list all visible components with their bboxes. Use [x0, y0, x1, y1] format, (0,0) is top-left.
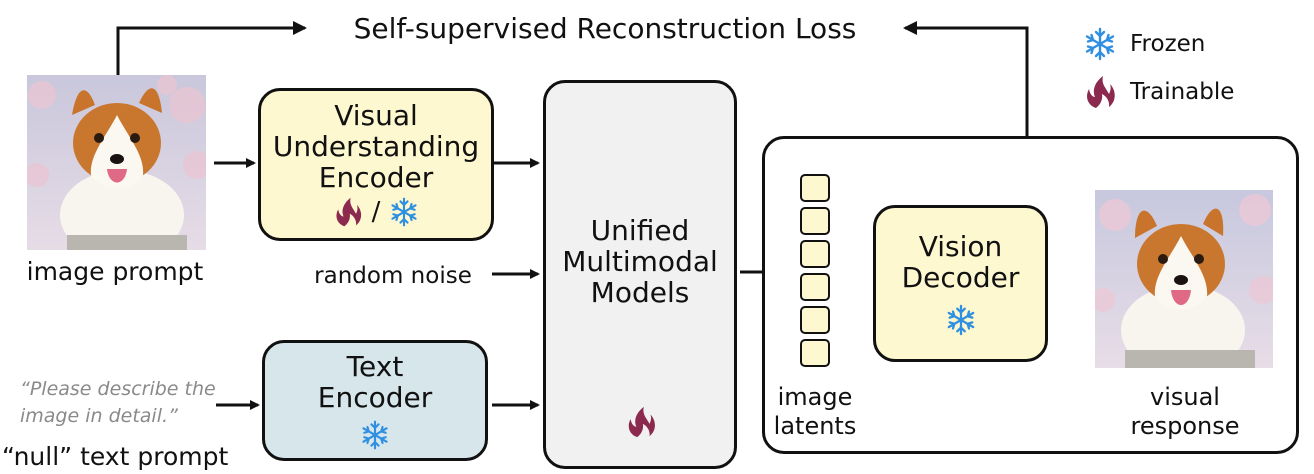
umm-line-1: Unified — [590, 214, 690, 247]
snowflake-icon — [947, 304, 974, 335]
snowflake-icon — [1085, 27, 1115, 61]
unified-multimodal-models: Unified Multimodal Models — [543, 80, 737, 469]
latent-token — [800, 174, 830, 202]
snowflake-icon — [391, 197, 417, 227]
visual-encoder-line-3: Encoder — [318, 161, 434, 194]
visual-encoder-status: / — [332, 195, 421, 229]
umm-line-3: Models — [590, 276, 690, 309]
visual-encoder-separator: / — [371, 197, 381, 227]
flame-icon — [628, 406, 655, 438]
text-encoder-line-2: Encoder — [317, 380, 433, 414]
text-encoder-line-1: Text — [346, 349, 404, 383]
visual-understanding-encoder: Visual Understanding Encoder / — [258, 88, 494, 241]
null-text-prompt-label: “null” text prompt — [2, 442, 229, 471]
legend-trainable-label: Trainable — [1130, 79, 1235, 105]
image-prompt-label: image prompt — [26, 257, 204, 286]
latent-token — [800, 273, 830, 301]
loss-title: Self-supervised Reconstruction Loss — [353, 12, 857, 45]
latent-token — [800, 339, 830, 367]
visual-response-label-1: visual — [1150, 383, 1220, 411]
latent-token — [800, 207, 830, 235]
vision-decoder-line-2: Decoder — [901, 260, 1020, 294]
image-prompt-picture — [27, 75, 206, 250]
text-prompt-example: “Please describe the image in detail.” — [20, 378, 216, 427]
loss-arrow-left — [116, 21, 307, 76]
flame-icon — [336, 197, 361, 227]
vision-decoder-line-1: Vision — [918, 229, 1003, 263]
umm-line-2: Multimodal — [562, 245, 718, 278]
legend-frozen: Frozen — [1082, 24, 1205, 64]
legend-frozen-label: Frozen — [1130, 31, 1206, 57]
loss-arrow-right — [903, 21, 1029, 138]
latent-token — [800, 306, 830, 334]
vision-decoder: Vision Decoder — [873, 205, 1048, 362]
latent-token — [800, 240, 830, 268]
flame-icon — [1087, 76, 1115, 108]
legend: Frozen Trainable — [1082, 24, 1302, 114]
visual-response-picture — [1095, 190, 1273, 368]
visual-encoder-line-2: Understanding — [272, 130, 480, 163]
snowflake-icon — [362, 420, 388, 449]
legend-trainable: Trainable — [1082, 72, 1234, 112]
text-encoder: Text Encoder — [262, 340, 488, 461]
image-latents-label-1: image — [777, 383, 853, 411]
visual-response-label-2: response — [1130, 412, 1240, 440]
visual-encoder-line-1: Visual — [334, 99, 418, 132]
image-latents-label-2: latents — [773, 412, 857, 440]
random-noise-label: random noise — [314, 263, 472, 289]
